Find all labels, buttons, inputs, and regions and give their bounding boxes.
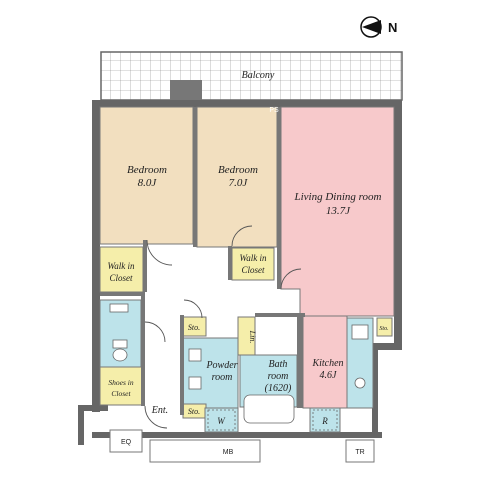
stove-icon [354,377,366,389]
wic-1-line1: Walk in [108,261,135,271]
door-living [280,268,302,290]
eq-box [109,429,143,453]
fridge-label: R [321,416,328,426]
kitchen-name: Kitchen [311,358,343,369]
powder-line2: room [212,372,233,383]
door-toilet [144,321,166,343]
powder-line1: Powder [205,360,237,371]
ps-label: PS [269,107,279,114]
bath-line1: Bath [269,359,288,370]
shoes-line1: Shoes in [108,378,133,387]
wic-2-line1: Walk in [240,253,267,263]
toilet-bowl-icon [112,348,128,362]
storage-2-label: Sto. [188,407,200,416]
washer-icon [207,409,236,431]
interior-walls [100,107,305,415]
labels: PS Bedroom 8.0J Bedroom 7.0J Living Dini… [108,107,389,456]
storage-3 [376,317,393,337]
fridge-icon [312,409,338,431]
mb-box [149,439,261,463]
storage-1-label: Sto. [188,323,200,332]
compass-letter: N [388,20,397,35]
shoes-line2: Closet [111,389,131,398]
living-size: 13.7J [326,205,351,217]
bedroom-2 [196,106,278,248]
bedroom-2-name: Bedroom [218,164,258,176]
shoes-closet [99,366,144,406]
tr-box [345,439,375,463]
mb-label: MB [223,449,234,456]
wic-1-line2: Closet [109,273,133,283]
eq-label: EQ [121,439,132,446]
fridge-area [309,407,341,433]
fixtures [109,303,375,463]
bedroom-2-size: 7.0J [229,177,249,189]
toilet-sink-icon [109,303,129,313]
door-entrance [144,405,168,429]
wic-2-line2: Closet [241,265,265,275]
kitchen-sink-icon [351,324,369,340]
kitchen-size: 4.6J [320,370,338,381]
bathtub-icon [243,394,295,424]
door-powder [183,299,203,319]
bedroom-1-size: 8.0J [138,177,158,189]
entrance-label: Ent. [151,405,168,416]
washer-area [204,407,239,433]
compass: N [360,16,397,38]
living-name: Living Dining room [294,191,382,203]
bath-line2: room [268,371,289,382]
washer-label: W [217,416,226,426]
door-bedroom-2 [231,225,253,247]
powder-sink-icon [188,348,202,362]
bedroom-1-name: Bedroom [127,164,167,176]
door-bedroom-1 [146,239,173,266]
tr-label: TR [355,449,364,456]
linen-label: Lin. [248,330,257,344]
balcony-label: Balcony [242,70,275,81]
bath-line3: (1620) [265,383,292,394]
toilet-icon [112,339,128,349]
powder-sink-icon-2 [188,376,202,390]
doors [144,225,302,429]
balcony: Balcony [100,51,403,108]
storage-3-label: Sto. [379,326,388,332]
